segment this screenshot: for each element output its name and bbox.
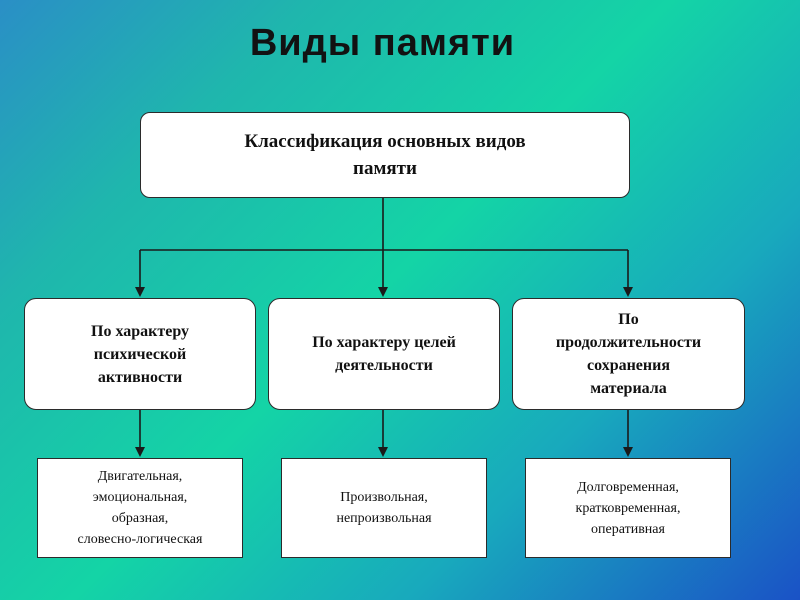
types-node-label: Двигательная, эмоциональная, образная, с… (77, 469, 203, 547)
category-node-retention-duration: По продолжительности сохранения материал… (512, 298, 745, 410)
category-node-label: По продолжительности сохранения материал… (555, 311, 702, 397)
root-node: Классификация основных видов памяти (140, 112, 630, 198)
category-node-activity-goals: По характеру целей деятельности (268, 298, 500, 410)
types-node-retention-duration: Долговременная, кратковременная, операти… (525, 458, 731, 558)
types-node-label: Долговременная, кратковременная, операти… (575, 479, 681, 537)
root-node-label: Классификация основных видов памяти (244, 131, 526, 179)
category-node-label: По характеру психической активности (91, 322, 189, 386)
types-node-activity-goals: Произвольная, непроизвольная (281, 458, 487, 558)
category-node-mental-activity: По характеру психической активности (24, 298, 256, 410)
category-node-label: По характеру целей деятельности (312, 334, 456, 374)
page-title: Виды памяти (249, 22, 516, 64)
types-node-mental-activity: Двигательная, эмоциональная, образная, с… (37, 458, 243, 558)
types-node-label: Произвольная, непроизвольная (336, 490, 432, 526)
